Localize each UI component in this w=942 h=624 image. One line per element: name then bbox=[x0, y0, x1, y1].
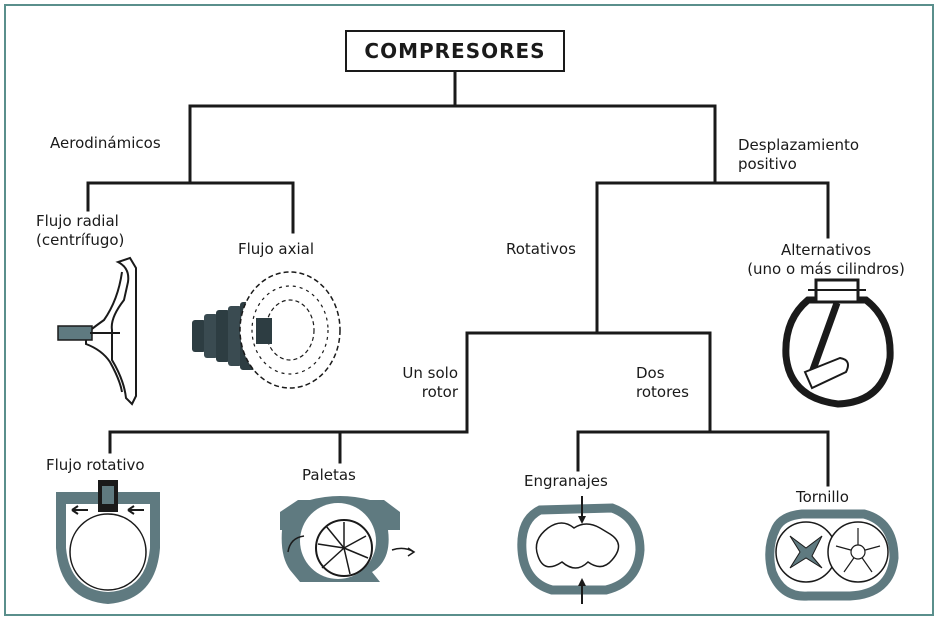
gear-compressor-illustration bbox=[517, 496, 645, 604]
branch-label-aerodinamicos: Aerodinámicos bbox=[50, 134, 161, 152]
type-label-rotativos: Rotativos bbox=[506, 240, 576, 258]
diagram-frame bbox=[4, 4, 934, 616]
type-label-dos-rotores: Dos rotores bbox=[636, 364, 689, 401]
type-label-tornillo: Tornillo bbox=[796, 488, 849, 506]
axial-compressor-illustration bbox=[192, 271, 341, 389]
diagram-title: COMPRESORES bbox=[345, 30, 565, 72]
type-label-paletas: Paletas bbox=[302, 466, 356, 484]
type-label-flujo-radial: Flujo radial (centrífugo) bbox=[36, 212, 125, 249]
type-label-flujo-axial: Flujo axial bbox=[238, 240, 315, 258]
type-label-un-solo-rotor: Un solo rotor bbox=[402, 364, 458, 401]
reciprocating-compressor-illustration bbox=[782, 278, 894, 408]
type-label-flujo-rotativo: Flujo rotativo bbox=[46, 456, 145, 474]
vane-compressor-illustration bbox=[280, 496, 416, 582]
radial-compressor-illustration bbox=[57, 256, 137, 406]
type-label-alternativos: Alternativos (uno o más cilindros) bbox=[747, 241, 905, 278]
branch-label-desplazamiento: Desplazamiento positivo bbox=[738, 136, 860, 173]
screw-compressor-illustration bbox=[765, 509, 899, 601]
type-label-engranajes: Engranajes bbox=[524, 472, 608, 490]
rotary-flow-illustration bbox=[56, 480, 160, 604]
